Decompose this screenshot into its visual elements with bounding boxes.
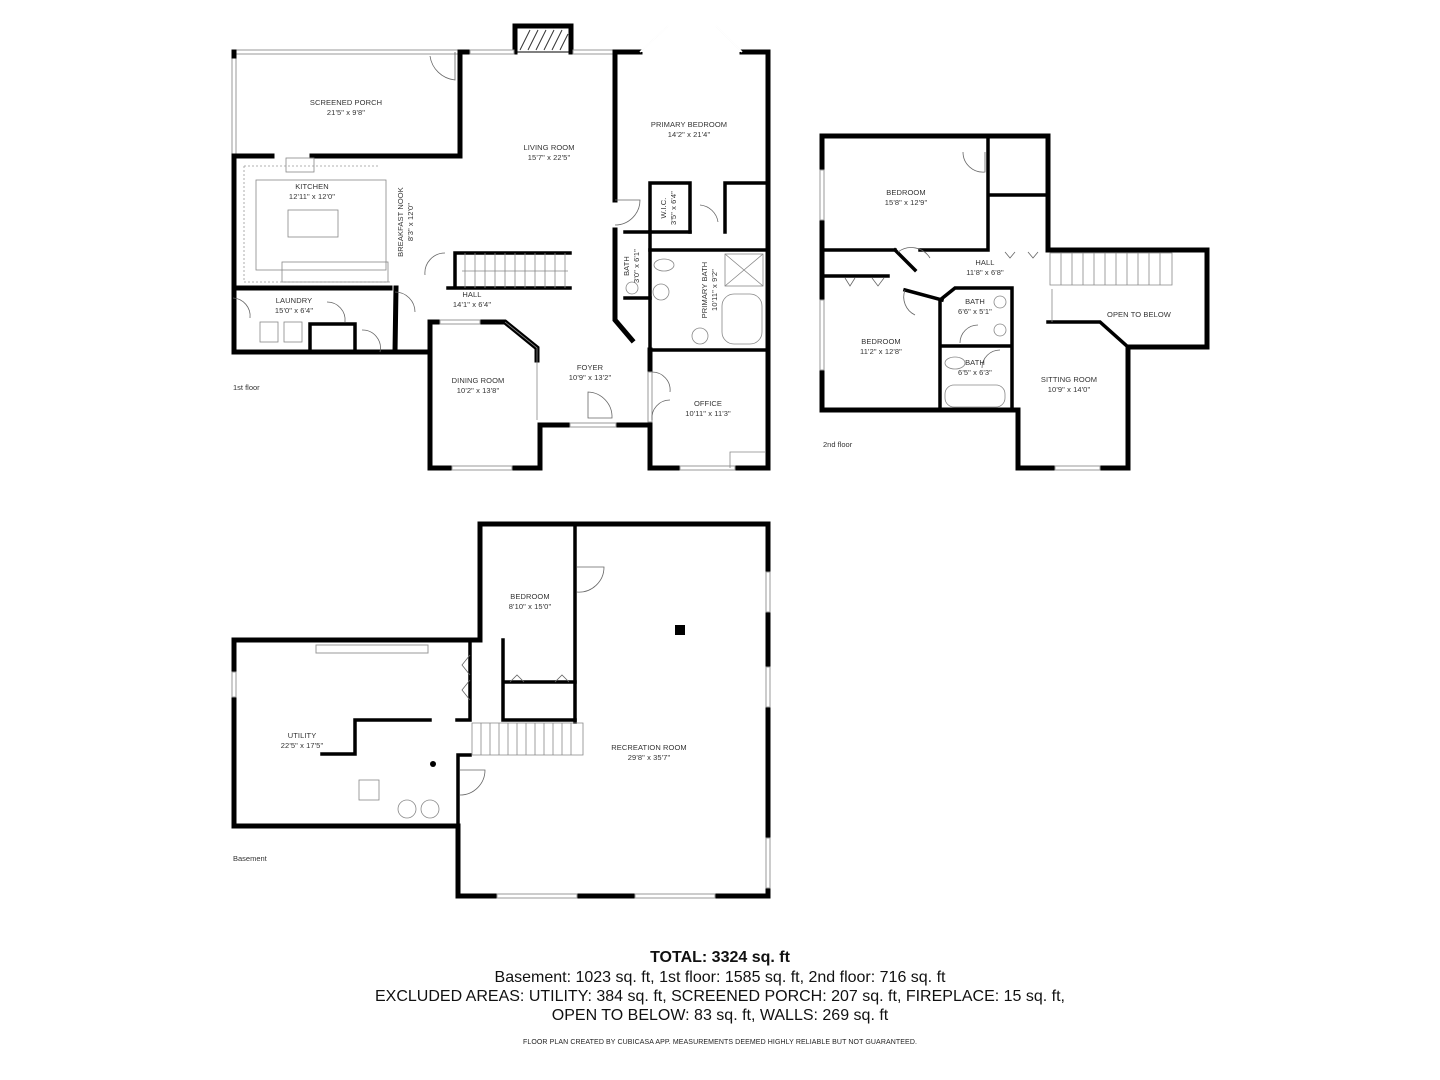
room-name: DINING ROOM <box>451 376 505 385</box>
room-dimensions: 10'11" x 11'3" <box>685 409 731 418</box>
room-label-recreation-room: RECREATION ROOM 29'8" x 35'7" <box>611 743 687 763</box>
room-dimensions: 10'9" x 13'2" <box>568 373 612 382</box>
second-floor-plan <box>819 133 1210 471</box>
room-label-basement-bedroom: BEDROOM 8'10" x 15'0" <box>509 592 551 612</box>
room-name: BEDROOM <box>861 337 901 346</box>
room-name: BEDROOM <box>886 188 926 197</box>
room-name: KITCHEN <box>295 182 329 191</box>
room-dimensions: 12'11" x 12'0" <box>288 192 336 201</box>
room-label-kitchen: KITCHEN 12'11" x 12'0" <box>289 182 335 202</box>
room-name: HALL <box>462 290 482 299</box>
room-name: W.I.C. <box>659 197 668 219</box>
room-label-sitting-room: SITTING ROOM 10'9" x 14'0" <box>1041 375 1097 395</box>
room-dimensions: 10'2" x 13'8" <box>456 386 500 395</box>
room-label-bath: BATH 3'0" x 6'1" <box>622 249 642 283</box>
room-dimensions: 10'9" x 14'0" <box>1047 385 1091 394</box>
room-label-utility: UTILITY 22'5" x 17'5" <box>281 731 323 751</box>
room-dimensions: 11'8" x 6'8" <box>966 268 1004 277</box>
room-label-open-to-below: OPEN TO BELOW <box>1107 310 1171 320</box>
room-label-dining-room: DINING ROOM 10'2" x 13'8" <box>452 376 505 396</box>
floor-name-basement: Basement <box>233 854 267 863</box>
room-label-bath-2: BATH 6'5" x 6'3" <box>958 358 992 378</box>
room-label-hall-2: HALL 11'8" x 6'8" <box>966 258 1004 278</box>
room-label-breakfast-nook: BREAKFAST NOOK 8'3" x 12'0" <box>396 187 416 257</box>
room-name: FOYER <box>576 363 604 372</box>
excluded-areas-line-2: OPEN TO BELOW: 83 sq. ft, WALLS: 269 sq.… <box>551 1007 889 1024</box>
second-floor-stairs <box>1049 252 1173 322</box>
room-dimensions: 29'8" x 35'7" <box>627 753 671 762</box>
room-dimensions: 15'8" x 12'9" <box>884 198 928 207</box>
room-dimensions: 3'0" x 6'1" <box>632 249 641 283</box>
room-label-bedroom-1: BEDROOM 15'8" x 12'9" <box>885 188 927 208</box>
room-dimensions: 14'1" x 6'4" <box>452 300 492 309</box>
room-name: PRIMARY BATH <box>700 261 709 319</box>
room-dimensions: 14'2" x 21'4" <box>667 130 711 139</box>
room-label-primary-bedroom: PRIMARY BEDROOM 14'2" x 21'4" <box>651 120 727 140</box>
room-dimensions: 6'6" x 5'1" <box>958 307 992 316</box>
room-name: LIVING ROOM <box>523 143 575 152</box>
floor-name-first: 1st floor <box>233 383 260 392</box>
total-area: TOTAL: 3324 sq. ft <box>650 949 790 966</box>
room-name: BATH <box>622 256 631 276</box>
room-name: BATH <box>965 297 985 306</box>
room-label-screened-porch: SCREENED PORCH 21'5" x 9'8" <box>310 98 382 118</box>
room-dimensions: 15'7" x 22'5" <box>527 153 571 162</box>
room-name: UTILITY <box>287 731 317 740</box>
fireplace <box>516 27 570 53</box>
floor-name-second: 2nd floor <box>823 440 853 449</box>
room-name: BEDROOM <box>510 592 550 601</box>
room-name: LAUNDRY <box>275 296 313 305</box>
room-dimensions: 15'0" x 6'4" <box>274 306 314 315</box>
room-dimensions: 10'11" x 9'2" <box>710 269 719 311</box>
room-dimensions: 21'5" x 9'8" <box>326 108 366 117</box>
room-label-foyer: FOYER 10'9" x 13'2" <box>569 363 611 383</box>
room-dimensions: 22'5" x 17'5" <box>280 741 324 750</box>
room-dimensions: 3'5" x 6'4" <box>669 191 678 225</box>
room-label-laundry: LAUNDRY 15'0" x 6'4" <box>275 296 313 316</box>
first-floor-plan <box>231 23 771 471</box>
room-label-bedroom-2: BEDROOM 11'2" x 12'8" <box>860 337 902 357</box>
room-label-primary-bath: PRIMARY BATH 10'11" x 9'2" <box>700 262 720 319</box>
room-name: OPEN TO BELOW <box>1107 310 1171 319</box>
room-label-bath-1: BATH 6'6" x 5'1" <box>958 297 992 317</box>
room-name: SCREENED PORCH <box>309 98 383 107</box>
room-name: BREAKFAST NOOK <box>396 187 405 257</box>
room-dimensions: 6'5" x 6'3" <box>958 368 992 377</box>
room-name: BATH <box>965 358 985 367</box>
first-floor-stairs <box>446 251 572 290</box>
room-label-wic: W.I.C. 3'5" x 6'4" <box>659 191 679 225</box>
room-dimensions: 8'3" x 12'0" <box>406 202 415 242</box>
room-dimensions: 11'2" x 12'8" <box>860 347 902 356</box>
area-by-floor: Basement: 1023 sq. ft, 1st floor: 1585 s… <box>494 969 946 986</box>
area-summary: TOTAL: 3324 sq. ft Basement: 1023 sq. ft… <box>0 948 1440 1046</box>
room-name: RECREATION ROOM <box>611 743 687 752</box>
disclaimer: FLOOR PLAN CREATED BY CUBICASA APP. MEAS… <box>522 1039 918 1046</box>
excluded-areas-line-1: EXCLUDED AREAS: UTILITY: 384 sq. ft, SCR… <box>374 988 1065 1005</box>
room-dimensions: 8'10" x 15'0" <box>508 602 552 611</box>
room-name: PRIMARY BEDROOM <box>650 120 728 129</box>
room-label-living-room: LIVING ROOM 15'7" x 22'5" <box>523 143 574 163</box>
room-name: SITTING ROOM <box>1040 375 1098 384</box>
basement-stairs <box>471 722 584 756</box>
room-name: HALL <box>975 258 995 267</box>
room-label-office: OFFICE 10'11" x 11'3" <box>685 399 731 419</box>
basement-plan <box>231 521 771 899</box>
room-label-hall: HALL 14'1" x 6'4" <box>453 290 491 310</box>
room-name: OFFICE <box>693 399 723 408</box>
